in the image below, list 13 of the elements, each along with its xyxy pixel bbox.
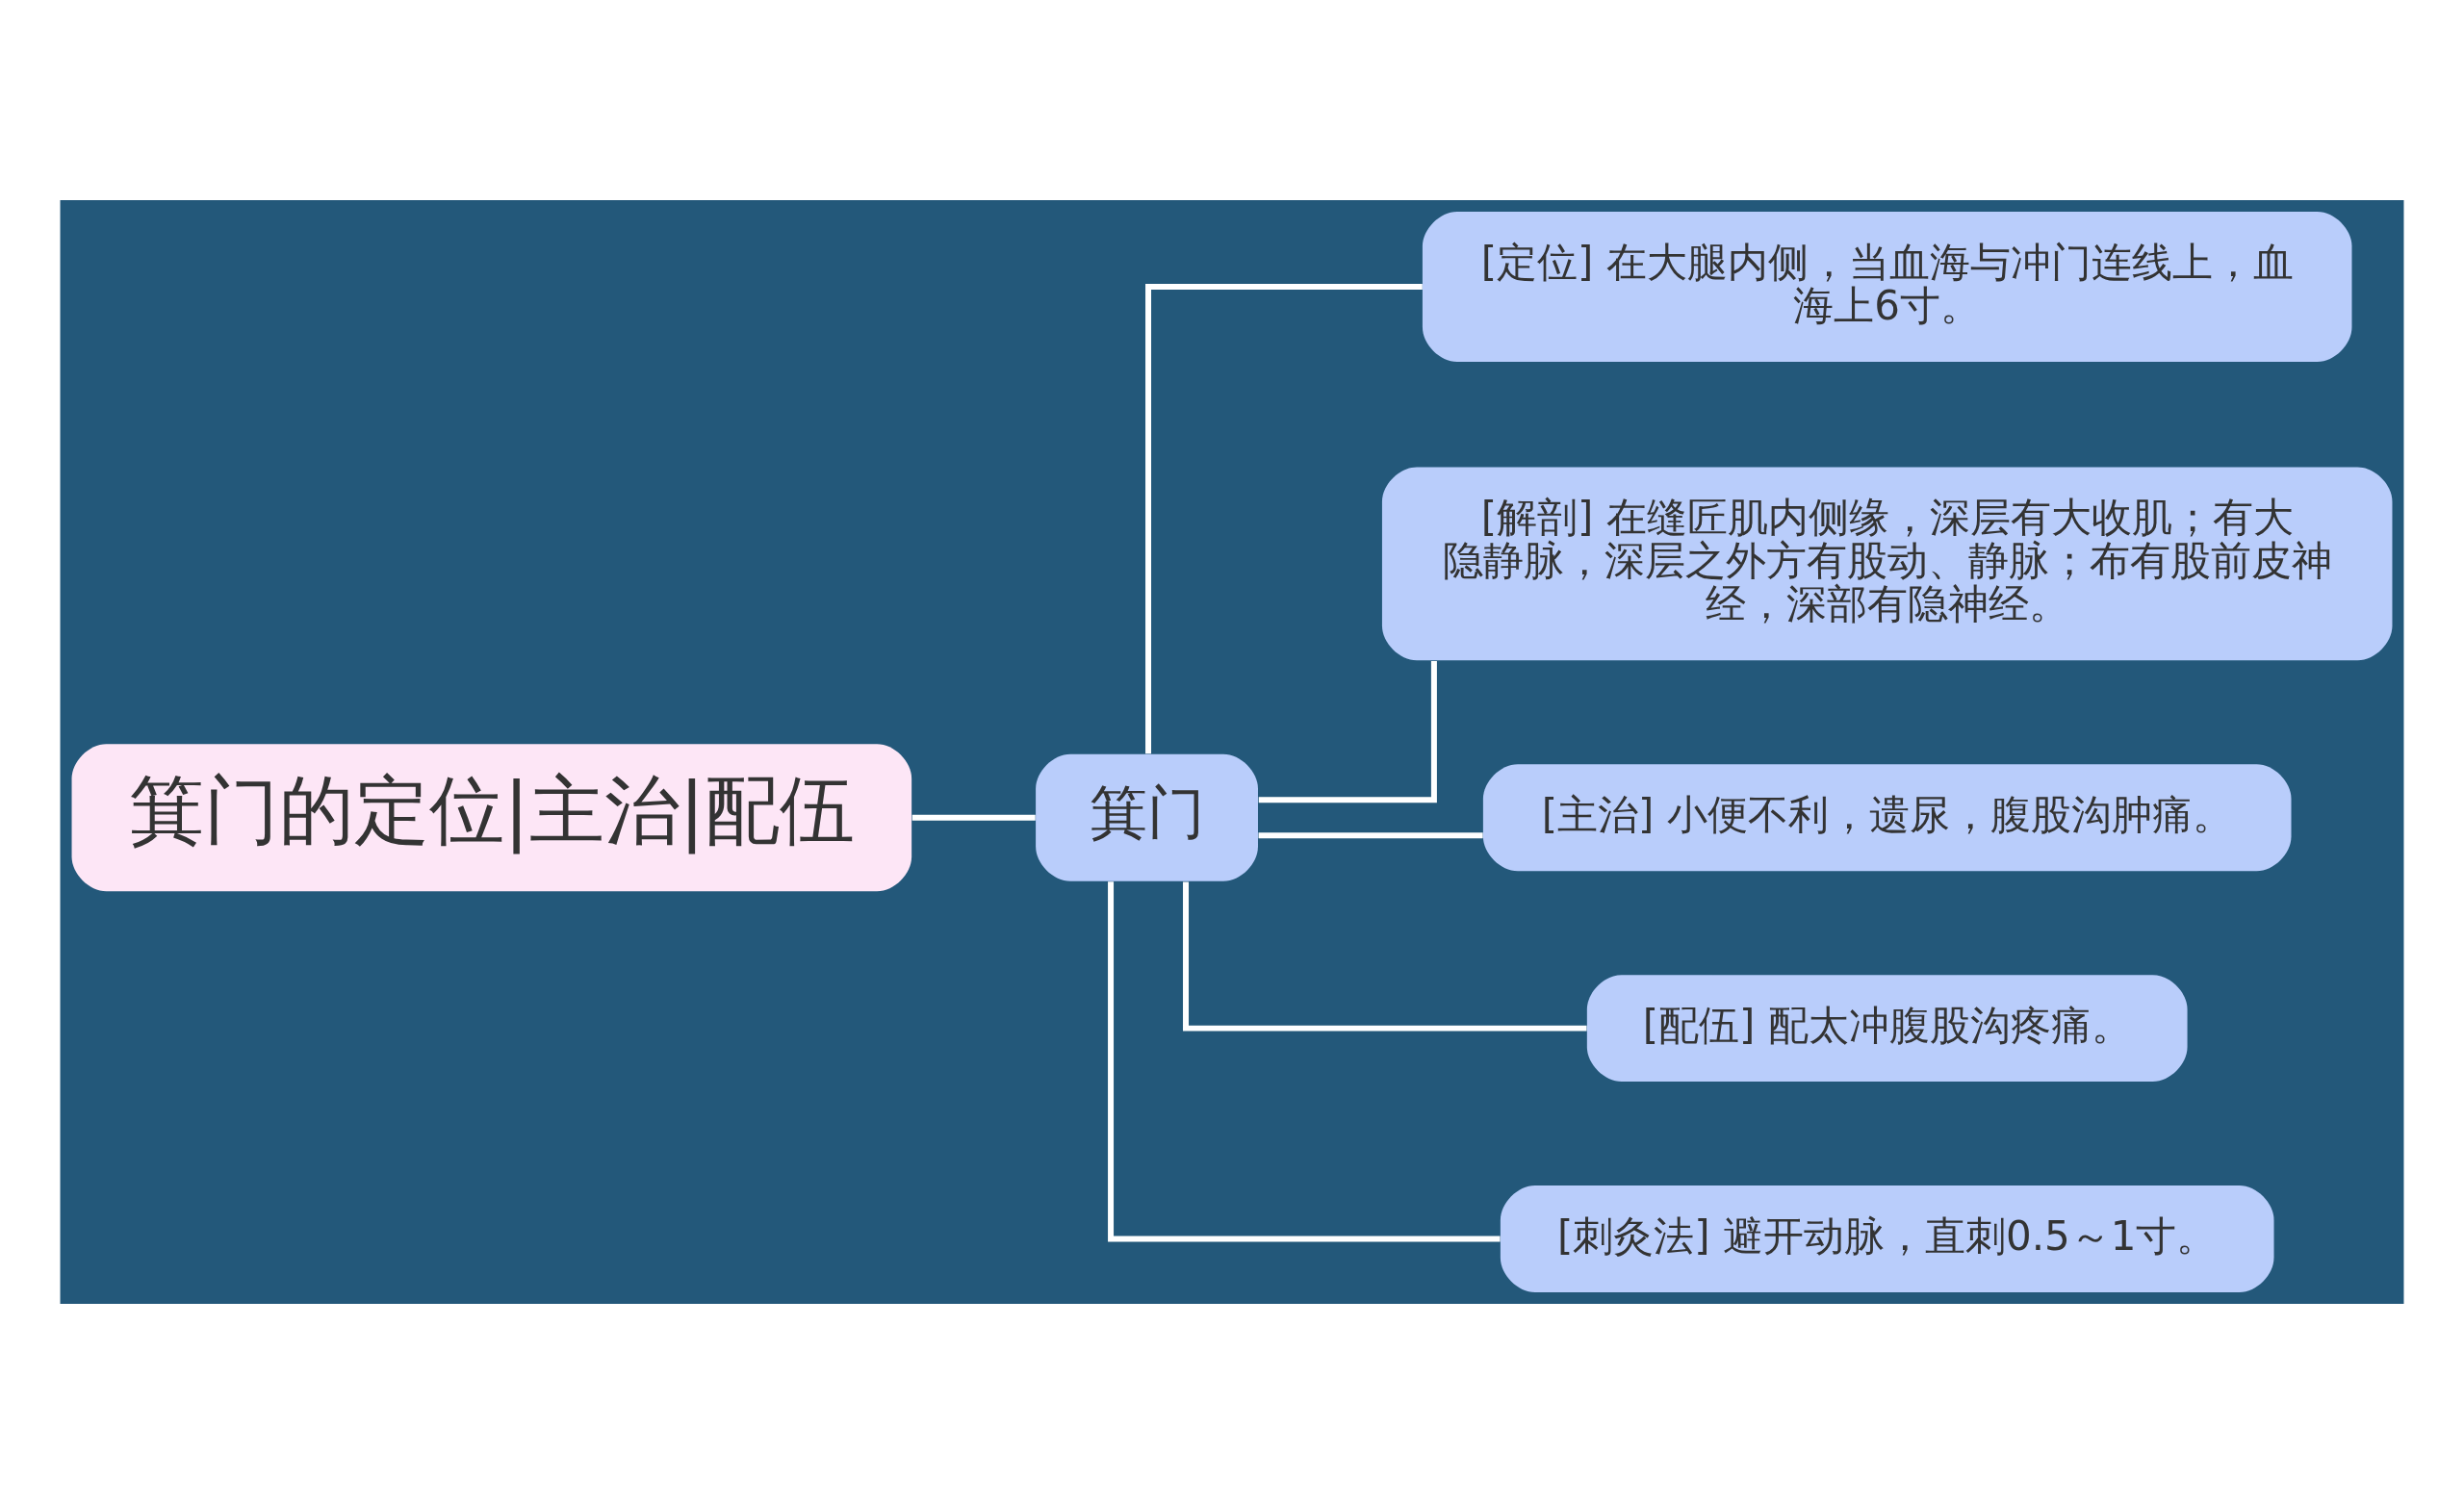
connector xyxy=(1258,832,1483,839)
node-box: [配伍] 配太冲腹股沟疼痛。 xyxy=(1586,975,2188,1083)
node-box: [刺灸法] 避开动脉，直刺0.5～1寸。 xyxy=(1500,1185,2274,1292)
node-box: [定位] 在大腿内侧，当血海与冲门连线上，血海上6寸。 xyxy=(1422,212,2352,362)
node-box: [解剖] 在缝匠肌内侧缘，深层有大收肌；有大隐静脉，深层之外方有股动、静脉；布有股前皮神经，深部有隐神经。 xyxy=(1381,467,2393,661)
connector xyxy=(1183,881,1587,1032)
connector xyxy=(1108,881,1501,1242)
node-box: 箕门 xyxy=(1036,753,1258,881)
node-box: 箕门的定位|主治|配伍 xyxy=(71,744,912,892)
connector xyxy=(911,814,1036,821)
connector xyxy=(1145,283,1423,754)
node-box: [主治] 小便不利，遗尿，腹股沟肿痛。 xyxy=(1482,764,2292,872)
connector xyxy=(1258,661,1437,803)
